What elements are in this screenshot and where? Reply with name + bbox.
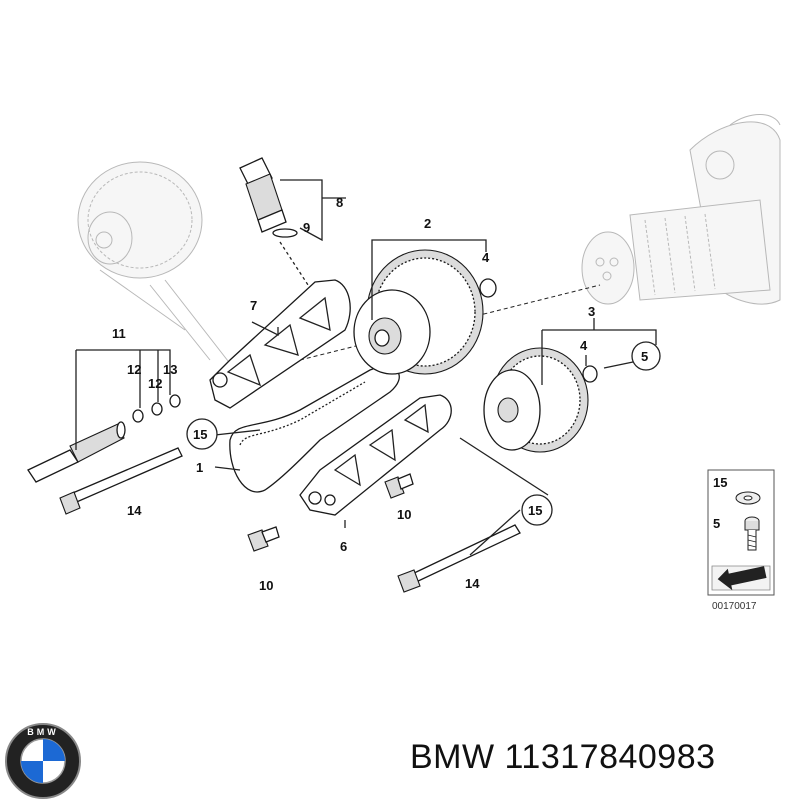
callout-9: 9 — [303, 220, 310, 235]
callout-2: 2 — [424, 216, 431, 231]
callout-10-right: 10 — [397, 507, 411, 522]
callout-5-circle — [631, 341, 661, 371]
callout-8: 8 — [336, 195, 343, 210]
washer-12a — [132, 409, 144, 423]
pivot-bolt-10b — [384, 473, 414, 499]
legend-panel: 15 5 — [707, 469, 775, 596]
guide-rail — [299, 394, 452, 516]
svg-text:BMW: BMW — [27, 727, 59, 737]
timing-chain — [229, 366, 400, 493]
callout-10-left: 10 — [259, 578, 273, 593]
ghost-crankshaft — [581, 114, 781, 305]
washer-12b — [151, 402, 163, 416]
bmw-logo: BMW — [5, 723, 81, 799]
washer-13 — [169, 394, 181, 408]
legend-item-5: 5 — [713, 516, 720, 531]
callout-4: 4 — [482, 250, 490, 265]
callout-13: 13 — [163, 362, 177, 377]
camshaft-sprocket-2 — [353, 249, 484, 375]
callout-7: 7 — [250, 298, 257, 313]
callout-5: 5 — [641, 349, 648, 364]
bolt-14b — [397, 524, 521, 593]
part-caption: BMW 11317840983 — [410, 738, 790, 788]
callout-15-circle-second — [521, 494, 553, 526]
o-ring-4a — [479, 278, 497, 298]
callout-15: 15 — [193, 427, 207, 442]
pivot-bolt-10a — [247, 526, 280, 552]
legend-arrow-icon — [711, 565, 771, 591]
callout-12-second: 12 — [148, 376, 162, 391]
tensioner-rail — [209, 279, 351, 409]
drawing-number: 00170017 — [712, 601, 757, 612]
callout-3: 3 — [588, 304, 595, 319]
callout-6: 6 — [340, 539, 347, 554]
legend-screw-icon — [744, 516, 760, 551]
callout-14: 14 — [127, 503, 142, 518]
bolt-14a — [59, 447, 183, 515]
caption-brand: BMW — [410, 738, 495, 776]
callout-15-second: 15 — [528, 503, 542, 518]
sensor-pin-11 — [27, 421, 126, 483]
legend-item-15: 15 — [713, 475, 727, 490]
leader-lines — [75, 179, 657, 556]
chain-tensioner-piston — [239, 157, 311, 289]
ghost-sprocket-left — [77, 161, 236, 371]
camshaft-sprocket-3 — [483, 347, 589, 453]
o-ring-4b — [582, 365, 598, 383]
callout-1: 1 — [196, 460, 203, 475]
callout-4-exhaust: 4 — [580, 338, 588, 353]
callout-15-circle — [186, 418, 218, 450]
caption-part-number: 11317840983 — [504, 738, 716, 776]
callout-11: 11 — [112, 326, 126, 341]
callout-14-second: 14 — [465, 576, 480, 591]
callout-12: 12 — [127, 362, 141, 377]
